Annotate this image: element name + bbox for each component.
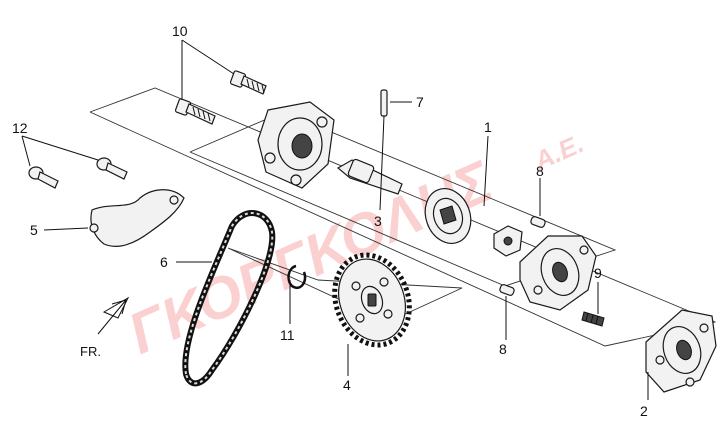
- callout-1: 1: [484, 119, 492, 135]
- watermark-main: ΓΚΟΡΓΚΟΛΗΣ: [119, 148, 503, 367]
- callout-2: 2: [640, 403, 648, 419]
- callout-3: 3: [374, 213, 382, 229]
- drive-chain-6: [182, 210, 276, 387]
- assembly-frame-inner: [189, 111, 617, 287]
- front-direction-arrow: FR.: [80, 296, 130, 359]
- inner-rotor: [493, 225, 523, 257]
- callout-11: 11: [280, 327, 295, 343]
- bolt-10-lower: [174, 98, 216, 125]
- driven-sprocket-4: [332, 252, 412, 348]
- pin-8-upper: [530, 216, 546, 228]
- callout-10: 10: [172, 23, 188, 39]
- callouts: 1 2 3 4 5 6 7 8 8 9 10 12 11: [12, 23, 648, 419]
- screw-12-right: [96, 157, 128, 180]
- pump-housing: [257, 101, 335, 189]
- callout-6: 6: [160, 254, 168, 270]
- pin-8-lower: [499, 284, 515, 296]
- outer-rotor: [424, 188, 472, 244]
- callout-4: 4: [343, 377, 351, 393]
- chain-guide-plate-5: [89, 189, 185, 247]
- callout-5: 5: [30, 222, 38, 238]
- bolt-10-upper: [229, 70, 267, 95]
- callout-8-upper: 8: [536, 163, 544, 179]
- pump-body: [519, 235, 597, 311]
- pin-7: [380, 89, 388, 117]
- callout-12: 12: [12, 120, 28, 136]
- callout-7: 7: [416, 94, 424, 110]
- assembly-frame-outer: [89, 87, 717, 347]
- leader-lines: [21, 39, 649, 400]
- screw-9: [581, 311, 605, 327]
- front-direction-label: FR.: [80, 344, 101, 359]
- screw-12-left: [28, 166, 59, 189]
- callout-9: 9: [594, 265, 602, 281]
- pump-shaft-3: [336, 158, 403, 195]
- circlip-11: [287, 264, 307, 289]
- pump-cover-2: [645, 309, 717, 393]
- callout-8-lower: 8: [499, 341, 507, 357]
